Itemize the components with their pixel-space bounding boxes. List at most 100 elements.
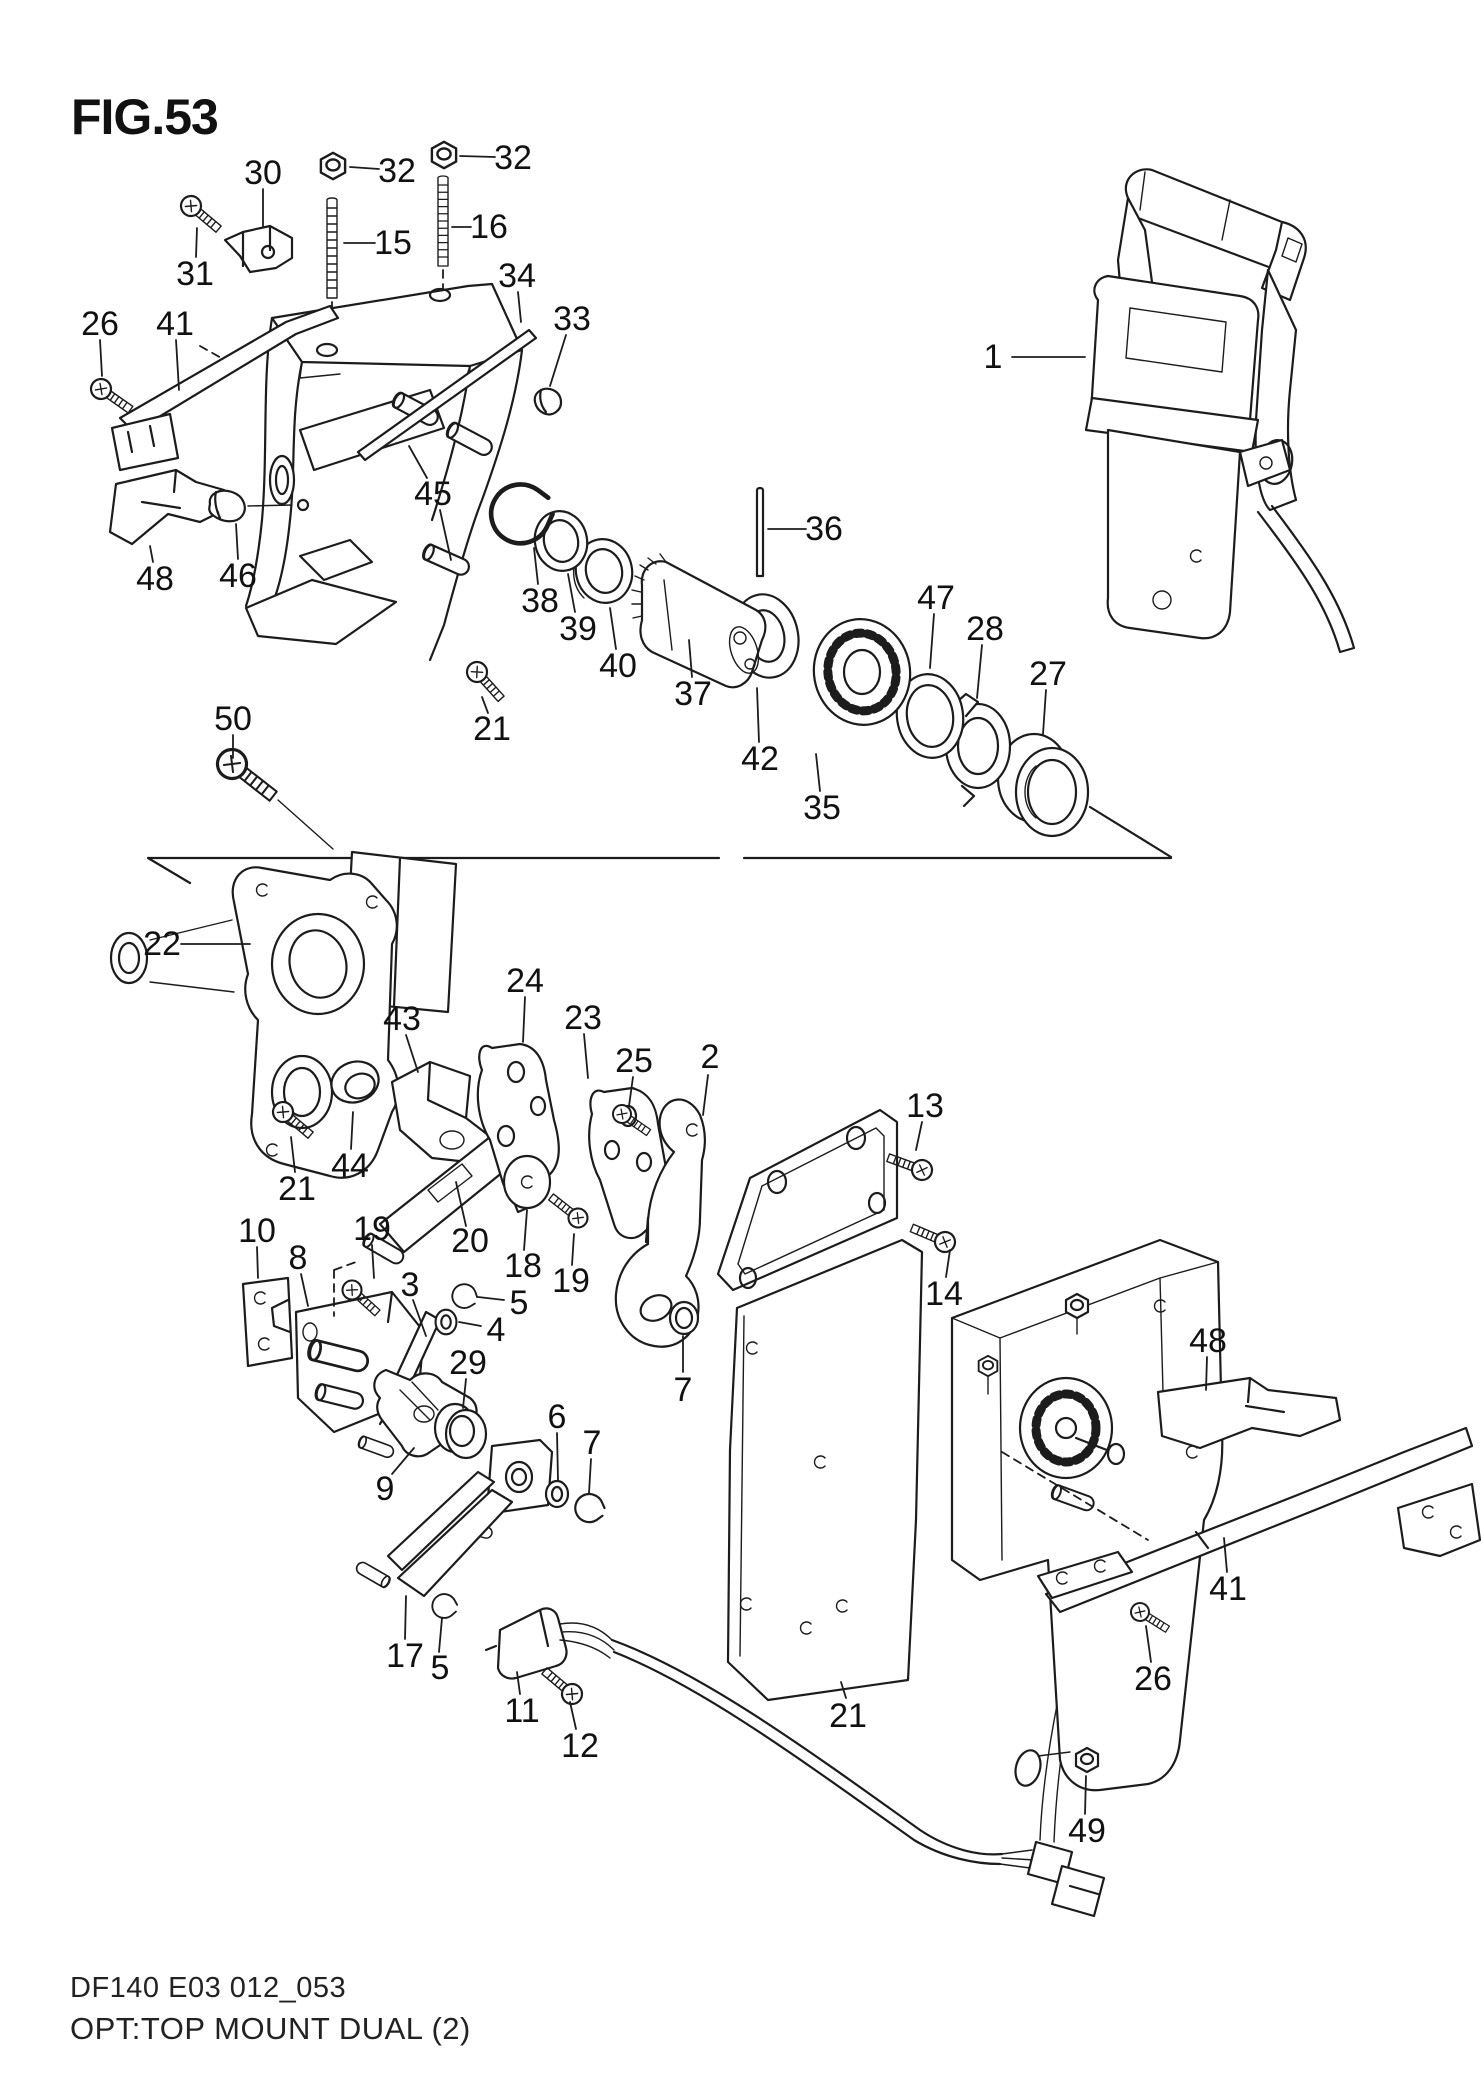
part-number-label: 10 — [238, 1212, 276, 1250]
part-number-label: 28 — [966, 610, 1004, 648]
part-callout-7: 7 — [674, 1335, 692, 1409]
part-callout-45: 45 — [408, 445, 452, 561]
part-43-switch-block — [390, 1060, 494, 1164]
part-33-cap — [533, 387, 563, 416]
part-7-oring-plate — [668, 1300, 700, 1336]
part-callout-37: 37 — [674, 639, 712, 713]
part-number-label: 2 — [701, 1038, 720, 1076]
part-26-screw-upper — [85, 373, 138, 419]
part-30-clamp — [223, 224, 294, 274]
part-number-label: 18 — [504, 1247, 542, 1285]
part-callout-31: 31 — [176, 227, 214, 293]
part-number-label: 27 — [1029, 655, 1067, 693]
part-number-label: 39 — [559, 610, 597, 648]
cable-harness — [610, 1638, 1106, 1918]
part-callout-20: 20 — [451, 1181, 489, 1260]
part-11-switch — [484, 1607, 615, 1680]
part-callout-12: 12 — [561, 1701, 599, 1765]
part-34-rod — [356, 328, 538, 462]
part-5-ering-upper — [448, 1279, 481, 1313]
part-callout-26: 26 — [1134, 1625, 1172, 1698]
part-number-label: 44 — [331, 1147, 369, 1185]
part-37-actuator — [631, 553, 767, 689]
part-number-label: 41 — [1209, 1570, 1247, 1608]
part-48-plate-lower — [1156, 1376, 1342, 1450]
part-callout-21: 21 — [473, 696, 511, 748]
part-27-bezel — [996, 732, 1090, 838]
part-callout-48: 48 — [1189, 1322, 1227, 1391]
part-21-screw-upper — [461, 656, 510, 707]
part-number-label: 1 — [984, 338, 1003, 376]
part-number-label: 11 — [504, 1692, 539, 1730]
part-41-arm-lower — [1036, 1426, 1481, 1614]
part-callout-15: 15 — [343, 224, 412, 262]
part-number-label: 32 — [494, 139, 532, 177]
part-callout-43: 43 — [383, 1000, 421, 1073]
part-number-label: 34 — [498, 257, 536, 295]
part-number-label: 37 — [674, 675, 712, 713]
part-49-nut — [1074, 1746, 1100, 1774]
part-number-label: 31 — [176, 255, 214, 293]
part-callout-19: 19 — [552, 1233, 590, 1300]
part-callout-34: 34 — [498, 257, 536, 323]
part-callout-21: 21 — [278, 1136, 316, 1208]
part-1-control-unit — [1084, 168, 1356, 654]
part-callout-41: 41 — [156, 305, 194, 391]
part-callout-40: 40 — [599, 607, 637, 685]
part-callout-36: 36 — [767, 510, 843, 548]
part-number-label: 25 — [615, 1042, 653, 1080]
part-callout-24: 24 — [506, 962, 544, 1043]
part-number-label: 5 — [510, 1284, 529, 1322]
part-number-label: 50 — [214, 700, 252, 738]
part-callout-2: 2 — [701, 1038, 720, 1116]
part-number-label: 46 — [219, 557, 257, 595]
part-4-washer — [434, 1308, 458, 1336]
part-number-label: 19 — [552, 1262, 590, 1300]
part-mount-frame — [716, 1108, 899, 1292]
part-callout-14: 14 — [925, 1249, 963, 1313]
part-36-pin-rod — [755, 486, 765, 578]
part-number-label: 9 — [376, 1470, 395, 1508]
part-callout-30: 30 — [244, 154, 282, 227]
part-number-label: 36 — [805, 510, 843, 548]
footer-code: DF140 E03 012_053 — [70, 1972, 347, 2004]
part-number-label: 45 — [414, 475, 452, 513]
part-number-label: 43 — [383, 1000, 421, 1038]
part-callout-32: 32 — [349, 152, 416, 190]
part-callout-7: 7 — [583, 1424, 601, 1494]
part-callout-5: 5 — [477, 1284, 529, 1322]
part-callout-22: 22 — [143, 925, 251, 963]
part-callout-26: 26 — [81, 305, 119, 377]
part-47-ring — [895, 673, 965, 759]
part-callout-13: 13 — [906, 1087, 944, 1151]
part-12-screw — [536, 1662, 588, 1710]
part-callout-6: 6 — [548, 1398, 567, 1481]
part-number-label: 24 — [506, 962, 544, 1000]
part-callout-5: 5 — [431, 1617, 449, 1687]
part-number-label: 49 — [1068, 1812, 1106, 1850]
part-number-label: 23 — [564, 999, 602, 1037]
part-40-bushing — [572, 538, 634, 604]
part-callout-33: 33 — [549, 300, 591, 387]
part-18-disc — [502, 1154, 552, 1210]
part-number-label: 30 — [244, 154, 282, 192]
footer-block: DF140 E03 012_053 OPT:TOP MOUNT DUAL (2) — [70, 1968, 471, 2051]
part-7-ering — [571, 1489, 609, 1527]
part-callout-3: 3 — [401, 1266, 427, 1337]
part-callout-49: 49 — [1068, 1775, 1106, 1850]
part-callout-11: 11 — [504, 1671, 540, 1730]
part-callout-25: 25 — [615, 1042, 653, 1107]
part-callout-8: 8 — [289, 1239, 309, 1307]
part-number-label: 21 — [829, 1697, 867, 1735]
part-callout-4: 4 — [458, 1311, 506, 1349]
part-number-label: 21 — [473, 710, 511, 748]
part-2-bracket — [614, 1098, 706, 1348]
part-number-label: 12 — [561, 1727, 599, 1765]
part-number-label: 4 — [487, 1311, 506, 1349]
part-callout-46: 46 — [219, 523, 257, 595]
part-number-label: 6 — [548, 1398, 567, 1436]
part-callout-44: 44 — [331, 1111, 369, 1185]
